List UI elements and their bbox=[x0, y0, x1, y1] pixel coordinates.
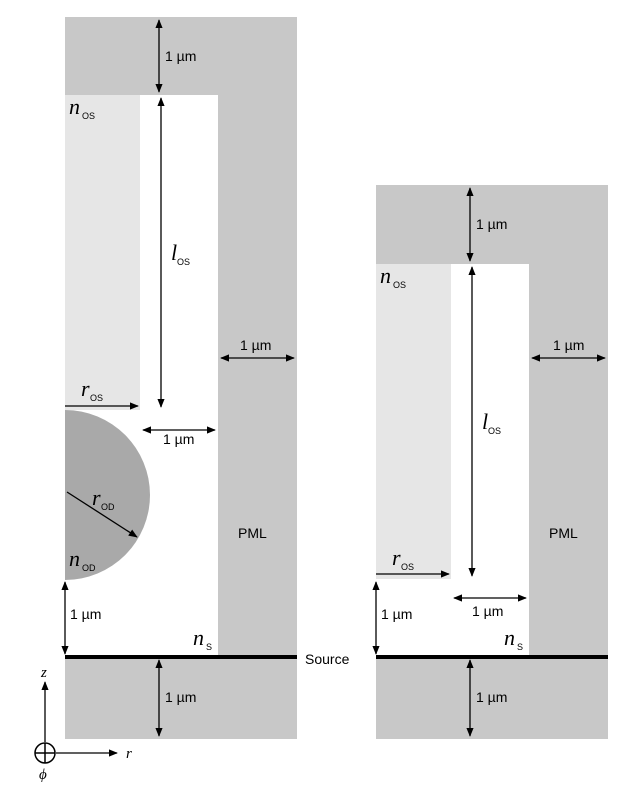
right-pml-label: PML bbox=[549, 525, 578, 541]
source-label: Source bbox=[305, 651, 350, 667]
left-gap-label: 1 µm bbox=[163, 431, 194, 447]
right-gap-label: 1 µm bbox=[472, 603, 503, 619]
left-n-s-letter: n bbox=[193, 625, 204, 650]
right-bottom-thickness-label: 1 µm bbox=[476, 689, 507, 705]
left-optical-stub bbox=[65, 95, 140, 410]
right-r-os-subscript: OS bbox=[401, 562, 414, 572]
left-optical-disk bbox=[65, 410, 150, 580]
right-l-os-subscript: OS bbox=[488, 426, 501, 436]
left-n-os-letter: n bbox=[69, 94, 80, 119]
left-l-os-letter: l bbox=[171, 240, 177, 265]
left-side-thickness-label: 1 µm bbox=[240, 337, 271, 353]
coordinate-axes: z r ϕ bbox=[34, 665, 132, 783]
r-axis-label: r bbox=[126, 746, 132, 762]
left-disk-to-source-label: 1 µm bbox=[70, 606, 101, 622]
left-l-os-subscript: OS bbox=[177, 257, 190, 267]
left-r-os-subscript: OS bbox=[90, 393, 103, 403]
right-r-os-letter: r bbox=[392, 545, 401, 570]
left-n-od-subscript: OD bbox=[82, 563, 96, 573]
left-disk-radius-arrow bbox=[66, 491, 138, 538]
z-axis-label: z bbox=[40, 665, 47, 681]
right-l-os-letter: l bbox=[482, 409, 488, 434]
right-top-thickness-label: 1 µm bbox=[476, 216, 507, 232]
right-n-s-letter: n bbox=[504, 625, 515, 650]
right-panel: 1 µm n OS l OS 1 µm PML r OS 1 µm 1 µm n… bbox=[372, 185, 608, 739]
right-side-thickness-label: 1 µm bbox=[553, 337, 584, 353]
left-n-s-subscript: S bbox=[206, 642, 212, 652]
phi-axis-icon bbox=[34, 742, 56, 764]
left-r-od-subscript: OD bbox=[101, 502, 115, 512]
right-n-s-subscript: S bbox=[517, 642, 523, 652]
left-pml-label: PML bbox=[238, 525, 267, 541]
right-optical-stub bbox=[376, 264, 451, 579]
left-top-thickness-label: 1 µm bbox=[165, 48, 196, 64]
left-bottom-thickness-label: 1 µm bbox=[165, 689, 196, 705]
left-n-os-subscript: OS bbox=[82, 111, 95, 121]
right-stub-to-source-label: 1 µm bbox=[381, 606, 412, 622]
phi-axis-label: ϕ bbox=[39, 767, 47, 783]
left-n-od-letter: n bbox=[69, 546, 80, 571]
right-n-os-subscript: OS bbox=[393, 280, 406, 290]
left-r-od-letter: r bbox=[92, 485, 101, 510]
left-panel: 1 µm n OS l OS 1 µm r OS 1 µm r OD n OD … bbox=[61, 17, 350, 739]
left-r-os-letter: r bbox=[81, 376, 90, 401]
right-n-os-letter: n bbox=[380, 263, 391, 288]
